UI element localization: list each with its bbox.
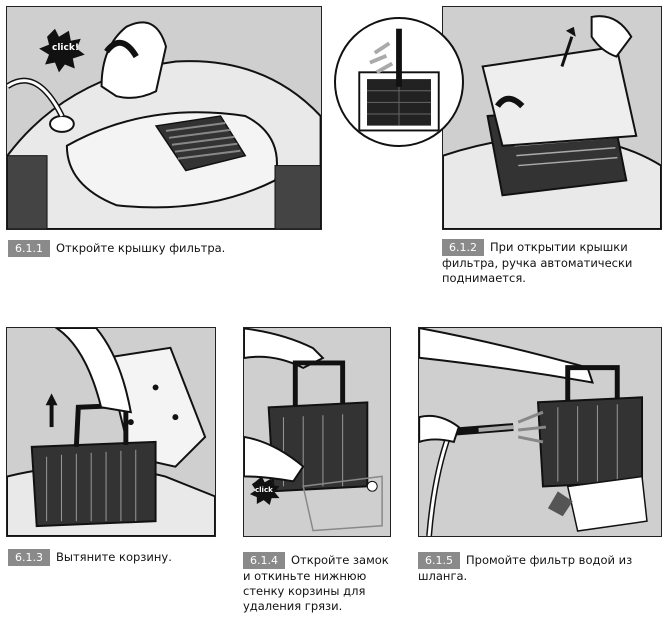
- step-text: Откройте замок и откиньте нижнюю стенку …: [243, 553, 389, 613]
- illustration-pull-basket: [6, 327, 216, 537]
- basket-removal-drawing: [7, 328, 215, 536]
- step-number-badge: 6.1.1: [8, 240, 50, 257]
- step-number-badge: 6.1.5: [418, 552, 460, 569]
- step-text: Откройте крышку фильтра.: [56, 241, 226, 255]
- step-number-badge: 6.1.2: [442, 239, 484, 256]
- step-6-1-3-caption: 6.1.3 Вытяните корзину.: [8, 549, 218, 566]
- robot-open-lid-drawing: [443, 15, 661, 229]
- illustration-open-latch: click: [243, 327, 391, 537]
- step-text: При открытии крышки фильтра, ручка автом…: [442, 240, 633, 285]
- handle-detail-inset: [334, 17, 464, 147]
- illustration-rinse-filter: [418, 327, 662, 537]
- click-sound-label: click: [255, 486, 273, 494]
- step-number-badge: 6.1.4: [243, 552, 285, 569]
- step-text: Вытяните корзину.: [56, 550, 172, 564]
- illustration-handle-raises: [442, 6, 662, 230]
- basket-latch-drawing: [244, 328, 383, 532]
- robot-top-drawing: [7, 21, 321, 229]
- illustration-open-filter-lid: click!: [6, 6, 322, 230]
- filter-rinse-drawing: [419, 328, 648, 536]
- click-sound-label: click!: [52, 43, 79, 53]
- step-number-badge: 6.1.3: [8, 549, 50, 566]
- step-6-1-1-caption: 6.1.1 Откройте крышку фильтра.: [8, 240, 308, 257]
- step-text: Промойте фильтр водой из шланга.: [418, 553, 633, 583]
- filter-basket-detail-drawing: [358, 28, 440, 132]
